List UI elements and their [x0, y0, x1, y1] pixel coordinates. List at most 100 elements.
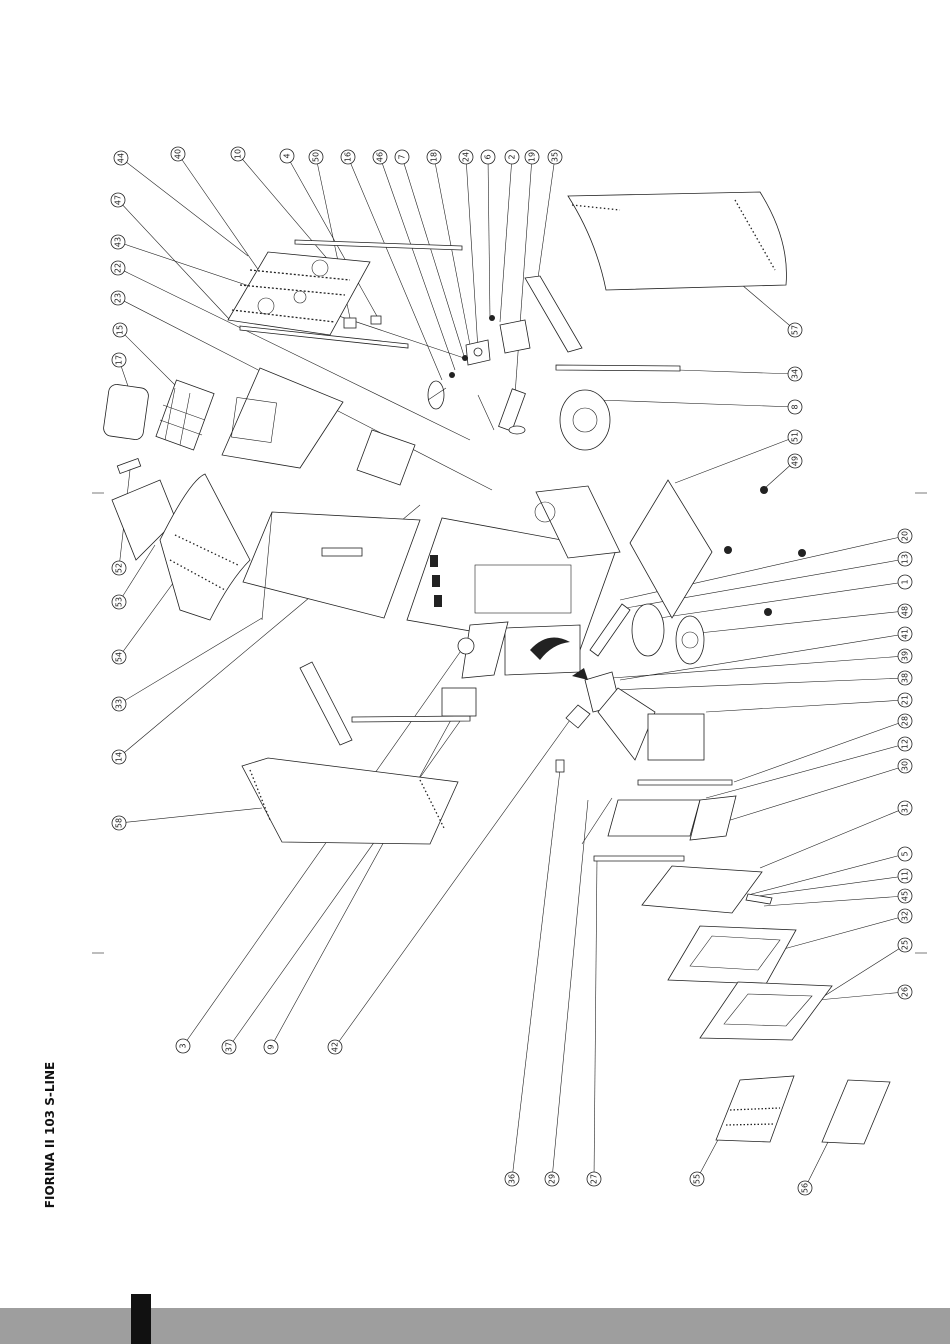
callout-13: 13 [898, 552, 912, 566]
callout-42: 42 [328, 1040, 342, 1054]
callout-55: 55 [690, 1172, 704, 1186]
leader-line-31 [760, 808, 905, 868]
callout-label: 30 [901, 761, 910, 771]
callout-label: 15 [116, 325, 125, 335]
callout-label: 21 [901, 695, 910, 705]
front-curved-panel [160, 474, 250, 620]
callout-43: 43 [111, 235, 125, 249]
leader-line-19 [515, 157, 532, 395]
leader-line-24 [466, 157, 478, 350]
callout-12: 12 [898, 737, 912, 751]
callout-label: 13 [901, 554, 910, 564]
side-panel [568, 192, 786, 290]
callout-label: 31 [901, 803, 910, 813]
callout-22: 22 [111, 261, 125, 275]
callout-44: 44 [114, 151, 128, 165]
leader-line-58 [119, 808, 262, 823]
callout-label: 9 [267, 1044, 276, 1049]
callout-label: 3 [179, 1043, 188, 1048]
model-title: FIORINA II 103 S-LINE [20, 1060, 80, 1210]
leader-line-25 [818, 945, 905, 1000]
callout-21: 21 [898, 693, 912, 707]
callout-label: 23 [114, 293, 123, 303]
callout-label: 20 [901, 531, 910, 541]
callout-39: 39 [898, 649, 912, 663]
leader-line-9 [271, 700, 462, 1047]
callout-label: 5 [901, 851, 910, 856]
callout-50: 50 [309, 150, 323, 164]
leader-line-6 [488, 157, 490, 318]
callout-45: 45 [898, 889, 912, 903]
callout-6: 6 [481, 150, 495, 164]
leader-line-51 [675, 437, 795, 483]
callout-15: 15 [113, 323, 127, 337]
callout-19: 19 [525, 150, 539, 164]
callout-label: 28 [901, 716, 910, 726]
callout-label: 12 [901, 739, 910, 749]
leader-line-7 [402, 157, 464, 356]
callout-49: 49 [788, 454, 802, 468]
callout-46: 46 [373, 150, 387, 164]
callout-label: 42 [331, 1042, 340, 1052]
callout-56: 56 [798, 1181, 812, 1195]
leader-line-56 [805, 1138, 830, 1188]
callout-25: 25 [898, 938, 912, 952]
callout-label: 49 [791, 456, 800, 466]
callout-54: 54 [112, 650, 126, 664]
callout-51: 51 [788, 430, 802, 444]
leader-line-32 [780, 916, 905, 950]
callout-30: 30 [898, 759, 912, 773]
callout-label: 24 [462, 152, 471, 162]
leader-line-48 [690, 611, 905, 634]
callout-label: 46 [376, 152, 385, 162]
callout-3: 3 [176, 1039, 190, 1053]
footer-tab [131, 1294, 151, 1344]
leader-line-57 [742, 285, 795, 330]
leader-line-44 [121, 158, 248, 256]
leader-line-36 [512, 770, 560, 1179]
callout-58: 58 [112, 816, 126, 830]
leader-line-35 [538, 157, 555, 278]
callout-48: 48 [898, 604, 912, 618]
callout-label: 19 [528, 152, 537, 162]
callout-label: 55 [693, 1174, 702, 1184]
callout-1: 1 [898, 575, 912, 589]
callout-40: 40 [171, 147, 185, 161]
callout-label: 41 [901, 629, 910, 639]
bottom-side-panel [242, 758, 458, 844]
callout-label: 40 [174, 149, 183, 159]
leader-line-46 [380, 157, 455, 370]
callout-18: 18 [427, 150, 441, 164]
leader-line-42 [335, 720, 570, 1047]
callout-label: 48 [901, 606, 910, 616]
callout-label: 36 [508, 1174, 517, 1184]
callout-41: 41 [898, 627, 912, 641]
callout-26: 26 [898, 985, 912, 999]
leader-line-38 [612, 678, 905, 690]
callout-label: 8 [791, 404, 800, 409]
callout-52: 52 [112, 561, 126, 575]
callout-2: 2 [505, 150, 519, 164]
callout-47: 47 [111, 193, 125, 207]
leader-line-39 [612, 656, 905, 678]
callout-label: 33 [115, 699, 124, 709]
callout-label: 27 [590, 1174, 599, 1184]
leader-line-30 [724, 766, 905, 822]
callout-label: 43 [114, 237, 123, 247]
callout-10: 10 [231, 147, 245, 161]
callout-29: 29 [545, 1172, 559, 1186]
callout-35: 35 [548, 150, 562, 164]
leader-line-29 [552, 800, 588, 1179]
callout-label: 53 [115, 597, 124, 607]
callout-37: 37 [222, 1040, 236, 1054]
callout-53: 53 [112, 595, 126, 609]
callout-20: 20 [898, 529, 912, 543]
callout-label: 51 [791, 432, 800, 442]
callout-label: 39 [901, 651, 910, 661]
callout-label: 50 [312, 152, 321, 162]
leader-line-12 [706, 744, 905, 798]
callout-28: 28 [898, 714, 912, 728]
door [700, 982, 832, 1040]
callout-11: 11 [898, 869, 912, 883]
callout-17: 17 [112, 353, 126, 367]
